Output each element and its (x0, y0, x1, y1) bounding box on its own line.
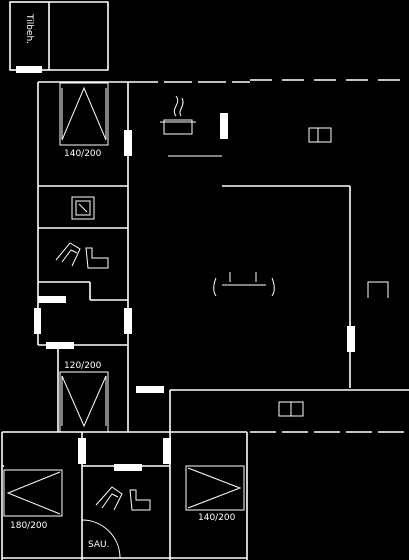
door-bedroom-left (78, 438, 86, 464)
door-bedroom-right (163, 438, 171, 464)
door-bath-bottom (114, 464, 142, 471)
door-shed (16, 66, 42, 73)
bench-icon (308, 127, 332, 143)
door-living-right (347, 326, 355, 352)
hallway (38, 186, 129, 432)
sauna-label: SAU. (88, 540, 110, 550)
bedroom-top: 140/200 (38, 82, 129, 187)
bedroom-middle: 120/200 (57, 345, 109, 433)
door-bath-side (34, 308, 41, 334)
toilet-icon (55, 242, 109, 269)
washer-icon (71, 196, 95, 220)
door-entry (136, 386, 164, 393)
door-bath-left (38, 296, 66, 303)
sauna-door-arc (81, 519, 121, 559)
doors (16, 66, 355, 471)
bed-bottom-left-label: 180/200 (10, 521, 48, 531)
bathroom (37, 196, 128, 345)
bed-bottom-right-label: 140/200 (198, 513, 236, 523)
door-hall-bottom (46, 342, 74, 349)
bench-icon (278, 401, 304, 417)
toilet-icon (95, 486, 151, 511)
bed-top-label: 140/200 (64, 149, 102, 159)
door-bedroom-top (124, 130, 132, 156)
shed-label: Tilbeh. (24, 13, 34, 44)
door-hall (124, 308, 132, 334)
chair-icon (367, 281, 389, 298)
bathroom-bottom: SAU. (81, 432, 171, 560)
stove-icon (160, 95, 196, 135)
kitchen-living (160, 95, 409, 432)
door-kitchen (220, 113, 228, 139)
bedroom-bottom-right: 140/200 (185, 465, 245, 523)
bed-middle-label: 120/200 (64, 361, 102, 371)
dining-table-icon (213, 272, 275, 297)
shed-room: Tilbeh. (9, 1, 109, 71)
